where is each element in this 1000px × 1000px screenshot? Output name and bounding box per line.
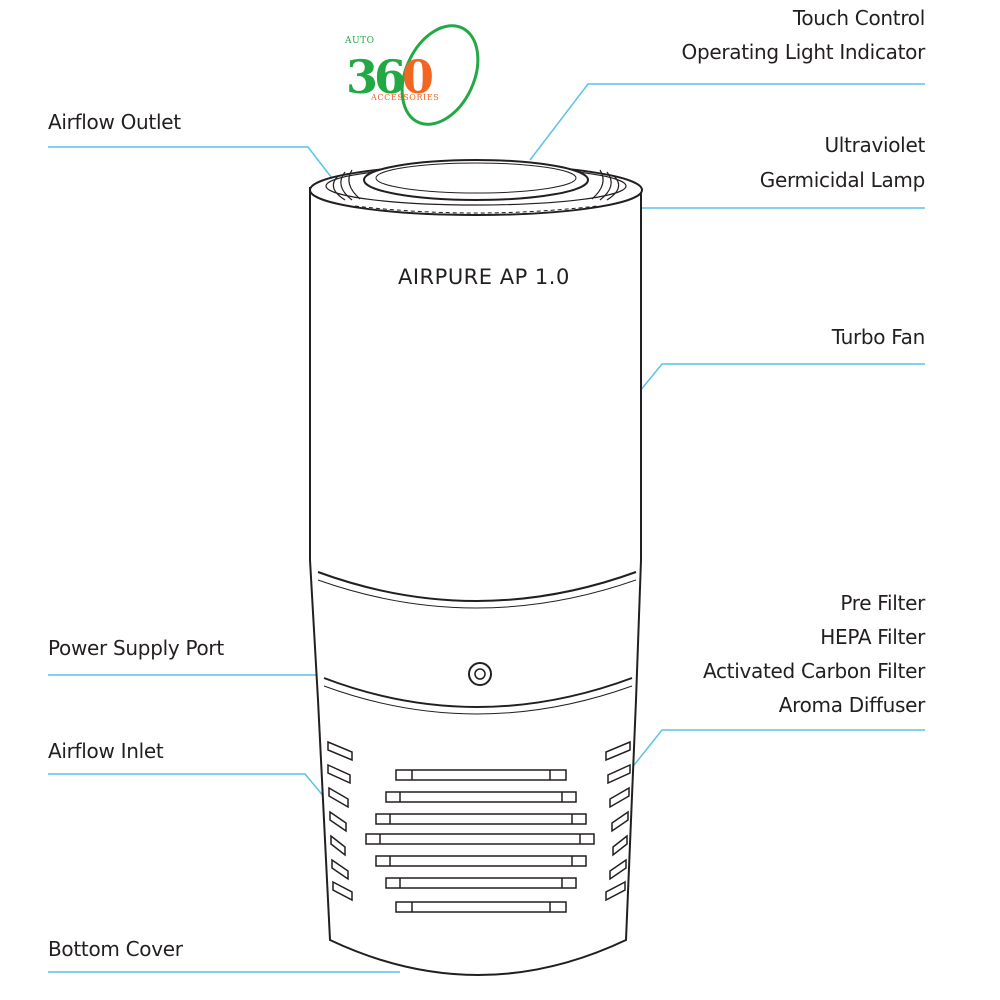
svg-text:6: 6 [374,50,406,104]
leader-touch-control [529,83,925,161]
product-name: AIRPURE AP 1.0 [398,265,570,289]
label-ultraviolet: Ultraviolet [824,133,925,157]
leader-airflow-inlet [48,773,346,823]
power-supply-port [468,662,492,686]
label-operating-light: Operating Light Indicator [681,40,926,64]
logo-top-text: AUTO [345,36,375,46]
label-aroma-diffuser: Aroma Diffuser [778,693,926,717]
label-airflow-outlet: Airflow Outlet [48,110,181,134]
body-separators [317,571,637,715]
svg-text:0: 0 [402,50,434,104]
logo-bottom-text: ACCESSORIES [371,93,440,102]
svg-text:3: 3 [346,50,378,104]
leader-turbo-fan [599,363,925,441]
label-germicidal-lamp: Germicidal Lamp [759,168,926,192]
label-turbo-fan: Turbo Fan [831,325,926,349]
label-power-port: Power Supply Port [48,636,224,660]
top-cap [309,159,643,216]
airflow-inlet-slots [365,769,595,913]
label-airflow-inlet: Airflow Inlet [48,739,164,763]
label-touch-control: Touch Control [792,6,925,30]
leader-airflow-outlet [48,146,346,196]
uv-lamp-ring [354,205,598,214]
leader-filters [599,729,925,809]
label-bottom-cover: Bottom Cover [48,937,183,961]
touch-control-button [363,159,589,201]
brand-logo: 3 6 0 [346,24,480,126]
side-inlet-slots [327,740,631,902]
label-carbon-filter: Activated Carbon Filter [702,659,925,683]
label-pre-filter: Pre Filter [840,591,925,615]
label-hepa-filter: HEPA Filter [820,625,925,649]
leader-lines [48,83,925,973]
